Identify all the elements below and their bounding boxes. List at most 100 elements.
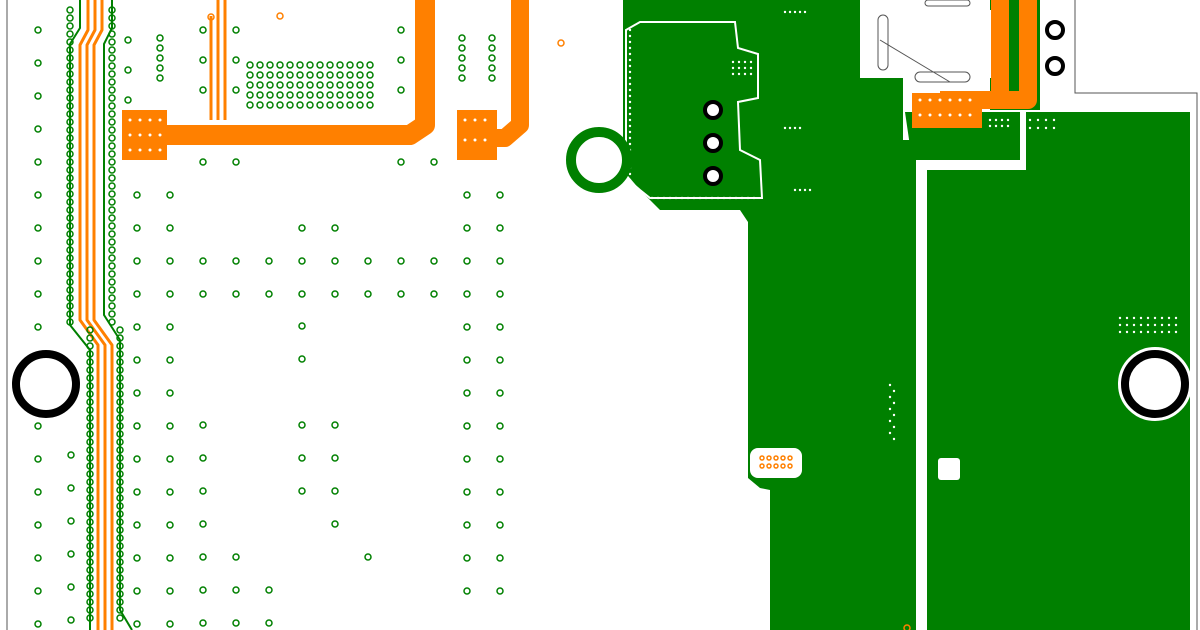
pour-via [1052,118,1056,122]
via [246,71,254,79]
via [496,554,504,562]
via [34,620,42,628]
via [166,356,174,364]
via [116,558,124,566]
via [286,101,294,109]
via [298,257,306,265]
via [66,30,74,38]
via [397,158,405,166]
pour-via [798,10,802,14]
pour-via [749,66,753,70]
via [356,91,364,99]
via [316,61,324,69]
via [166,257,174,265]
via [156,54,164,62]
pour-via [743,60,747,64]
via [166,620,174,628]
via [336,71,344,79]
via [116,358,124,366]
via [266,81,274,89]
pour-via [628,70,632,74]
via [66,166,74,174]
via [108,190,116,198]
via [346,61,354,69]
via [116,494,124,502]
via [108,110,116,118]
via [133,521,141,529]
pour-via [1139,330,1143,334]
via [496,587,504,595]
pour-via [1167,323,1171,327]
via [199,553,207,561]
via [133,455,141,463]
via [66,118,74,126]
via [156,64,164,72]
pour-via [803,10,807,14]
via [166,554,174,562]
via [86,398,94,406]
via [116,462,124,470]
via [116,326,124,334]
via [256,71,264,79]
via [316,81,324,89]
via [86,414,94,422]
pour-via [1125,323,1129,327]
via [364,257,372,265]
via [34,290,42,298]
via [199,158,207,166]
pour-via [628,124,632,128]
via [116,398,124,406]
via [356,101,364,109]
via [108,222,116,230]
via [488,64,496,72]
pour-via [1028,118,1032,122]
via [276,81,284,89]
via [397,257,405,265]
via [108,198,116,206]
via [306,81,314,89]
via [266,71,274,79]
via [86,566,94,574]
pour-via [686,196,690,200]
pour-via [737,72,741,76]
pour-via [628,130,632,134]
pour-via [737,60,741,64]
via [133,587,141,595]
via [86,526,94,534]
via [276,71,284,79]
via [86,382,94,390]
via [166,290,174,298]
via [458,74,466,82]
pour-via [740,196,744,200]
pour-via [716,196,720,200]
mounting-hole-green [566,127,632,193]
via [133,620,141,628]
via [265,257,273,265]
pour-via [737,66,741,70]
via [116,606,124,614]
pour-via [798,188,802,192]
via [296,101,304,109]
via [86,598,94,606]
via [66,286,74,294]
via [156,44,164,52]
via [108,6,116,14]
via [86,606,94,614]
pour-via [1125,330,1129,334]
pour-via-grid [628,10,1178,476]
via [166,224,174,232]
via [108,86,116,94]
pour-via [628,88,632,92]
pour-via [1160,316,1164,320]
via [108,270,116,278]
pour-via [1118,316,1122,320]
via [166,488,174,496]
via [116,598,124,606]
pour-via [1146,316,1150,320]
connector-pins [207,12,911,630]
via [458,54,466,62]
via [34,257,42,265]
via [199,56,207,64]
via [356,71,364,79]
via [356,81,364,89]
